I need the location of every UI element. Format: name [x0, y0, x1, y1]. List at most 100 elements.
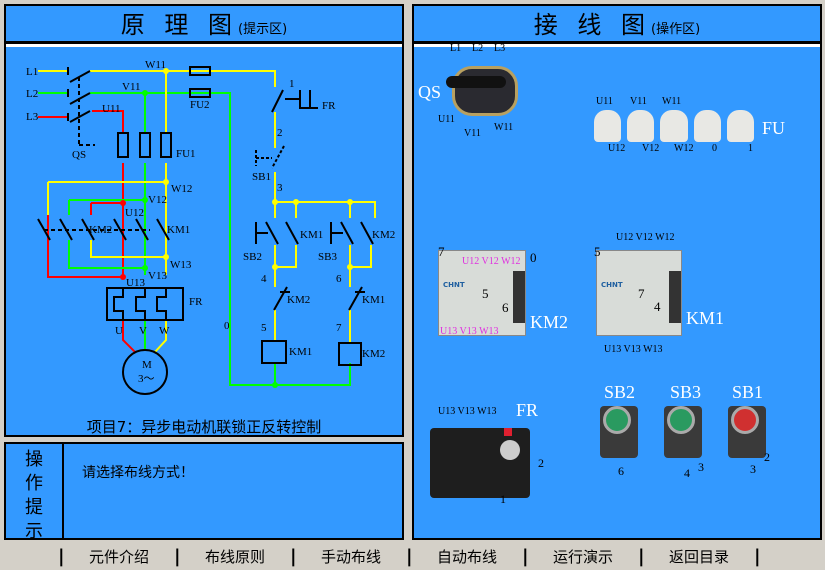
fu-terminal[interactable]: W11 [662, 96, 682, 107]
sb3-green-button[interactable] [667, 406, 695, 434]
qs-handle[interactable] [446, 76, 506, 88]
qs-terminal-l1[interactable]: L1 [450, 43, 462, 54]
fr-reset-button[interactable] [504, 428, 512, 436]
node-7: 7 [336, 322, 342, 334]
fuse-holder[interactable] [594, 110, 622, 142]
qs-terminal-l2[interactable]: L2 [472, 43, 484, 54]
fu-terminal[interactable]: 0 [712, 143, 717, 154]
label-motor-phase: 3～ [138, 373, 155, 385]
label-sb1: SB1 [252, 171, 271, 183]
prompt-label-char: 提 [25, 497, 43, 518]
fu-terminal[interactable]: U11 [596, 96, 613, 107]
wire-v11 [90, 92, 351, 386]
device-sb3[interactable] [664, 406, 702, 458]
qs-terminal-w11[interactable]: W11 [494, 122, 514, 133]
fuse-holder[interactable] [726, 110, 755, 142]
nav-wiring-principles[interactable]: 布线原则 [204, 548, 265, 566]
label-u11: U11 [102, 103, 121, 115]
sb3-terminal-3[interactable]: 3 [698, 460, 704, 474]
wire-w11 [90, 70, 276, 87]
nav-separator: | [290, 546, 297, 567]
node-3: 3 [277, 182, 283, 194]
label-u: U [115, 325, 123, 337]
label-l1: L1 [26, 66, 38, 78]
device-sb2[interactable] [600, 406, 638, 458]
prompt-label-char: 操 [25, 449, 43, 470]
label-km2-coil: KM2 [362, 348, 385, 360]
fuse-holder[interactable] [660, 110, 688, 142]
device-qs[interactable] [444, 56, 526, 131]
nav-run-demo[interactable]: 运行演示 [552, 548, 613, 566]
km1-terminal-7[interactable]: 7 [638, 286, 645, 301]
prompt-label: 操 作 提 示 [6, 444, 64, 542]
km1-brand: CHNT [601, 281, 623, 289]
km2-top-terminals[interactable]: U12 V12 W12 [462, 256, 521, 267]
sb1-label: SB1 [732, 382, 764, 402]
qs-terminal-l3[interactable]: L3 [494, 43, 506, 54]
qs-terminal-v11[interactable]: V11 [464, 128, 481, 139]
nav-separator: | [58, 546, 65, 567]
device-sb1[interactable] [728, 406, 766, 458]
nav-separator: | [754, 546, 761, 567]
qs-terminal-u11[interactable]: U11 [438, 114, 455, 125]
fu-terminal[interactable]: V11 [630, 96, 647, 107]
device-fu[interactable] [594, 110, 755, 144]
fuse-holder[interactable] [693, 110, 721, 142]
km2-terminal-7[interactable]: 7 [438, 244, 445, 259]
schematic-panel: 原 理 图(提示区) 项目7：异步电动机联锁正反转控制 [4, 4, 404, 437]
km2-bottom-terminals[interactable]: U13 V13 W13 [440, 326, 499, 337]
label-l3: L3 [26, 111, 39, 123]
km1-bottom-terminals[interactable]: U13 V13 W13 [604, 344, 663, 355]
label-w: W [159, 325, 170, 337]
sb1-terminal-3[interactable]: 3 [750, 462, 756, 476]
label-sb2: SB2 [243, 251, 262, 263]
device-km1[interactable]: CHNT [596, 250, 682, 336]
qs-label: QS [418, 82, 442, 102]
sb3-terminal-4[interactable]: 4 [684, 466, 690, 480]
nav-auto-wiring[interactable]: 自动布线 [436, 548, 497, 566]
km2-terminal-0[interactable]: 0 [530, 250, 537, 265]
fr-dial[interactable] [500, 440, 520, 460]
label-km2-main: KM2 [89, 224, 112, 236]
nav-manual-wiring[interactable]: 手动布线 [320, 548, 381, 566]
km2-terminal-5[interactable]: 5 [482, 286, 489, 301]
node-6: 6 [336, 273, 342, 285]
wiring-panel: 接 线 图(操作区) QS L1 L2 L3 U11 V11 W11 FU U1… [412, 4, 822, 540]
km1-top-terminals[interactable]: U12 V12 W12 [616, 232, 675, 243]
nav-separator: | [522, 546, 529, 567]
label-sb3: SB3 [318, 251, 337, 263]
nav-separator: | [406, 546, 413, 567]
sb1-red-button[interactable] [731, 406, 759, 434]
km1-terminal-4[interactable]: 4 [654, 299, 661, 314]
label-motor: M [142, 359, 152, 371]
title-text: 原 理 图 [120, 11, 239, 39]
fu-terminal[interactable]: W12 [674, 143, 694, 154]
fu-terminal[interactable]: U12 [608, 143, 626, 154]
label-km1-main: KM1 [167, 224, 190, 236]
junction-dots [163, 68, 353, 270]
schematic-diagram: L1 L2 L3 W11 V11 U11 FU2 FU1 QS W12 V12 … [26, 59, 395, 395]
fu-terminal[interactable]: 1 [748, 143, 753, 154]
device-km2[interactable]: CHNT [438, 250, 526, 336]
qs-rotary-switch-body [452, 66, 518, 116]
fr-top-terminals[interactable]: U13 V13 W13 [438, 406, 497, 417]
sb1-terminal-2[interactable]: 2 [764, 450, 770, 464]
device-fr[interactable] [430, 428, 530, 498]
km2-terminal-6[interactable]: 6 [502, 300, 509, 315]
node-1: 1 [289, 78, 295, 90]
label-l2: L2 [26, 88, 38, 100]
fr-terminal-1[interactable]: 1 [500, 492, 506, 506]
nav-component-intro[interactable]: 元件介绍 [88, 548, 149, 566]
km1-terminal-5[interactable]: 5 [594, 244, 601, 259]
label-fu1: FU1 [176, 148, 196, 160]
km2-label: KM2 [530, 312, 569, 332]
label-km2-interlock: KM2 [287, 294, 310, 306]
nav-back-to-menu[interactable]: 返回目录 [668, 548, 729, 566]
sb2-green-button[interactable] [603, 406, 631, 434]
sb2-terminal-6[interactable]: 6 [618, 464, 624, 478]
fuse-holder[interactable] [627, 110, 655, 142]
fr-terminal-2[interactable]: 2 [538, 456, 544, 470]
node-5: 5 [261, 322, 267, 334]
fu-terminal[interactable]: V12 [642, 143, 660, 154]
label-w13: W13 [170, 259, 192, 271]
